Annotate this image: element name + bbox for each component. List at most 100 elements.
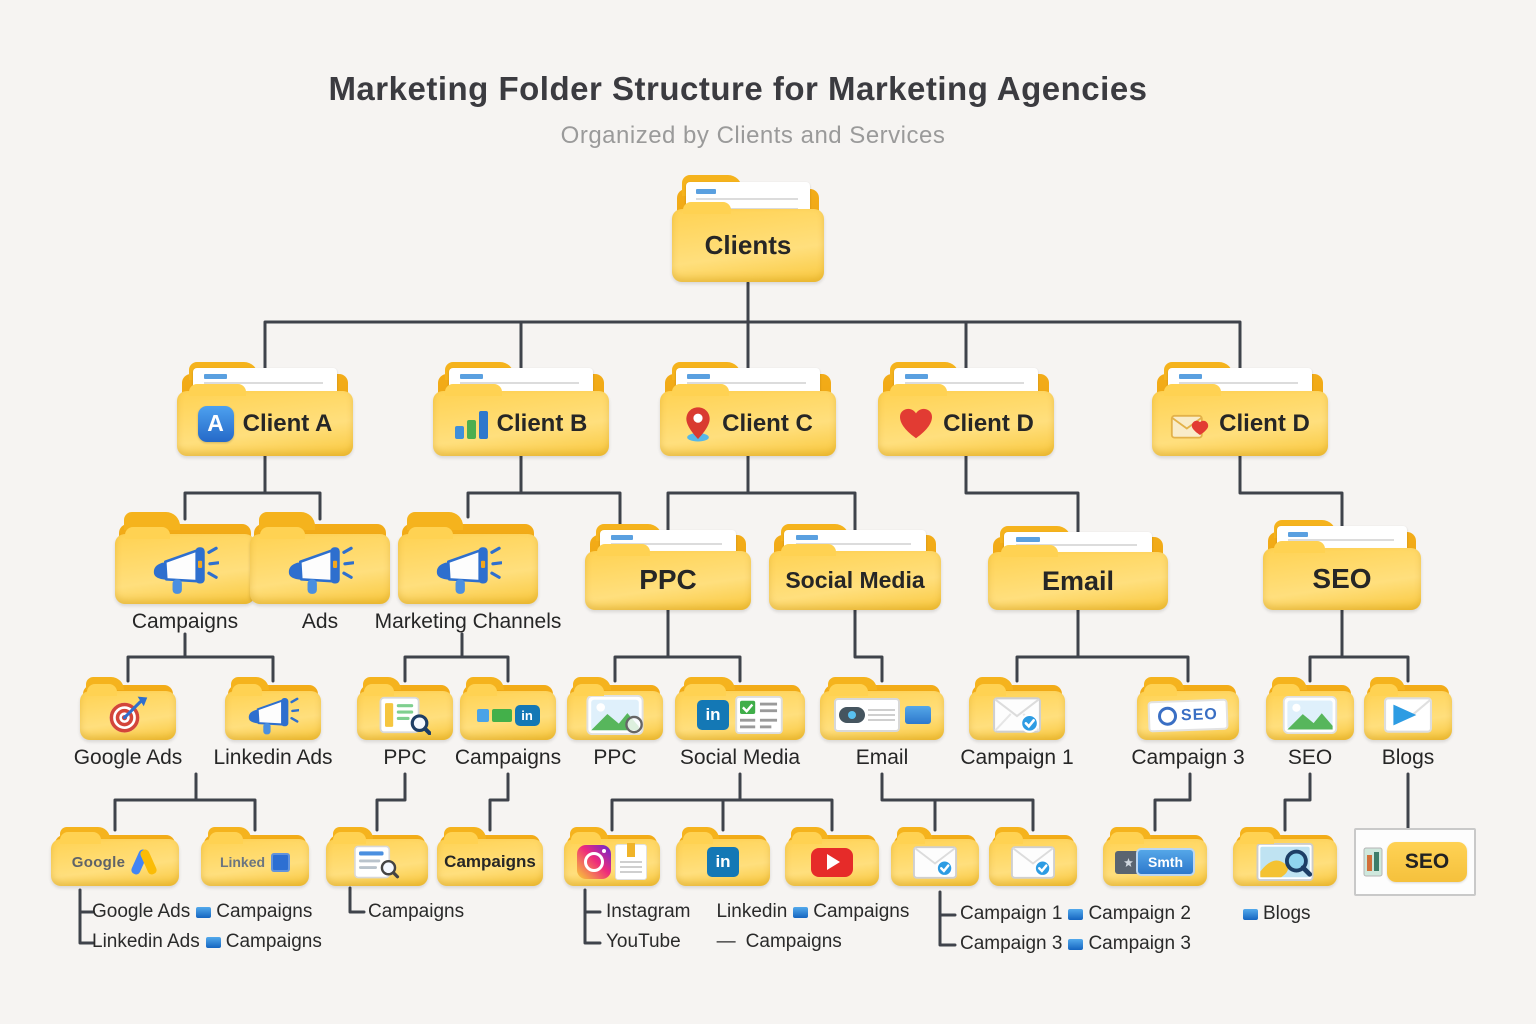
folder-front: in (460, 683, 556, 740)
folder-social-media-sub[interactable]: in Social Media (675, 677, 805, 769)
leaf-name: Linkedin (716, 901, 788, 922)
mini-picture-icon (1363, 847, 1383, 877)
megaphone-icon (288, 546, 354, 594)
folder-ppc-report[interactable]: PPC (357, 677, 453, 769)
blue-button-icon (904, 706, 931, 725)
leaf-item: Linkedin Ads Campaigns (92, 931, 322, 953)
folder-social-media[interactable]: Social Media (769, 523, 941, 610)
folder-label: Email (855, 746, 909, 769)
green-block-icon (491, 708, 512, 722)
document-check-icon (735, 696, 783, 735)
page-title: Marketing Folder Structure for Marketing… (328, 70, 1148, 107)
seo-document-icon: SEO (1147, 698, 1229, 733)
folder-client-c[interactable]: Client C (660, 361, 836, 456)
folder-bullet-icon (1243, 908, 1258, 920)
folder-seo-sub[interactable]: SEO (1266, 677, 1354, 769)
leaf-child: Campaigns (745, 931, 842, 952)
folder-campaigns-leaf[interactable]: Campaigns (437, 827, 543, 886)
folder-client-a[interactable]: A Client A (177, 361, 353, 456)
folder-client-d[interactable]: Client D (878, 361, 1054, 456)
envelope-check-icon (913, 846, 957, 879)
mail-heart-icon (1171, 414, 1209, 439)
leaf-name: Google Ads (92, 901, 191, 922)
folder-google-ads[interactable]: Google Ads (74, 677, 182, 769)
folder-front (250, 526, 390, 604)
folder-email-sub[interactable]: Email (820, 677, 944, 769)
seo-label: SEO (1386, 842, 1468, 882)
folder-front (891, 831, 979, 886)
folder-front (225, 683, 321, 740)
folder-smth[interactable]: Smth (1103, 827, 1207, 886)
folder-front: Client C (660, 384, 836, 456)
folder-linkedin-ads[interactable]: Linkedin Ads (213, 677, 333, 769)
folder-ppc-media[interactable]: PPC (567, 677, 663, 769)
folder-label: Campaigns (131, 610, 239, 633)
folder-client-d2[interactable]: Client D (1152, 361, 1328, 456)
folder-bullet-icon (205, 936, 221, 948)
folder-image-search[interactable] (1233, 827, 1337, 886)
folder-label: Marketing Channels (374, 610, 562, 633)
megaphone-icon (153, 546, 219, 594)
folder-front (989, 831, 1077, 886)
folder-front (326, 831, 428, 886)
folder-campaign-mail-1[interactable] (891, 827, 979, 886)
folder-bullet-icon (793, 906, 809, 918)
folder-youtube[interactable] (785, 827, 879, 886)
folder-label: Client D (1219, 409, 1310, 437)
bar-chart-icon (454, 409, 488, 439)
folder-email[interactable]: Email (988, 526, 1168, 610)
folder-label: SEO (1312, 563, 1372, 595)
folder-label: Client B (496, 409, 588, 437)
folder-bullet-icon (1068, 908, 1084, 920)
folder-campaigns-sub[interactable]: in Campaigns (455, 677, 561, 769)
folder-campaign-mail-2[interactable] (989, 827, 1077, 886)
folder-front: in (675, 683, 805, 740)
linkedin-icon: in (514, 704, 540, 726)
image-magnifier-icon (1256, 843, 1314, 882)
folder-ppc[interactable]: PPC (585, 523, 751, 610)
leaf-child: Blogs (1263, 903, 1311, 924)
folder-campaign-3[interactable]: SEO Campaign 3 (1131, 677, 1245, 769)
folder-front (567, 683, 663, 740)
leaf-item: Instagram Linkedin Campaigns (606, 901, 909, 923)
folder-front (564, 831, 660, 886)
folder-front: Campaigns (437, 831, 543, 886)
folder-label: PPC (593, 746, 637, 769)
folder-seo[interactable]: SEO (1263, 519, 1421, 610)
folder-front (820, 683, 944, 740)
leaf-name: Campaign 1 (960, 903, 1063, 924)
folder-label: Social Media (679, 746, 801, 769)
folder-instagram[interactable] (564, 827, 660, 886)
folder-marketing-channels[interactable]: Marketing Channels (375, 511, 561, 633)
folder-front: Google (51, 831, 179, 886)
folder-campaign-1[interactable]: Campaign 1 (960, 677, 1074, 769)
notes-document-icon (615, 843, 647, 881)
folder-label: PPC (639, 564, 697, 596)
map-pin-icon (686, 406, 710, 442)
folder-linkedin-brand[interactable]: Linked (201, 827, 309, 886)
linkedin-icon: in (697, 700, 729, 731)
folder-front: SEO (1137, 683, 1239, 740)
folder-campaigns[interactable]: Campaigns (115, 511, 255, 633)
folder-label: Linkedin Ads (213, 746, 333, 769)
folder-ads[interactable]: Ads (250, 511, 390, 633)
google-wordmark: Google (71, 853, 126, 871)
leaf-item: Campaign 3 Campaign 3 (960, 933, 1191, 955)
folder-blogs[interactable]: Blogs (1364, 677, 1452, 769)
folder-bullet-icon (196, 906, 212, 918)
folder-google[interactable]: Google (51, 827, 179, 886)
folder-clients[interactable]: Clients (672, 175, 824, 282)
folder-report[interactable] (326, 827, 428, 886)
linkedin-square-icon (271, 852, 291, 872)
folder-label: Client A (242, 409, 333, 437)
folder-label: Blogs (1381, 746, 1435, 769)
folder-linkedin-leaf[interactable]: in (676, 827, 770, 886)
folder-front: in (676, 831, 770, 886)
seo-card[interactable]: SEO (1354, 828, 1476, 896)
folder-front (969, 683, 1065, 740)
folder-front: PPC (585, 543, 751, 610)
photo-icon (586, 695, 644, 736)
folder-front (357, 683, 453, 740)
folder-client-b[interactable]: Client B (433, 361, 609, 456)
